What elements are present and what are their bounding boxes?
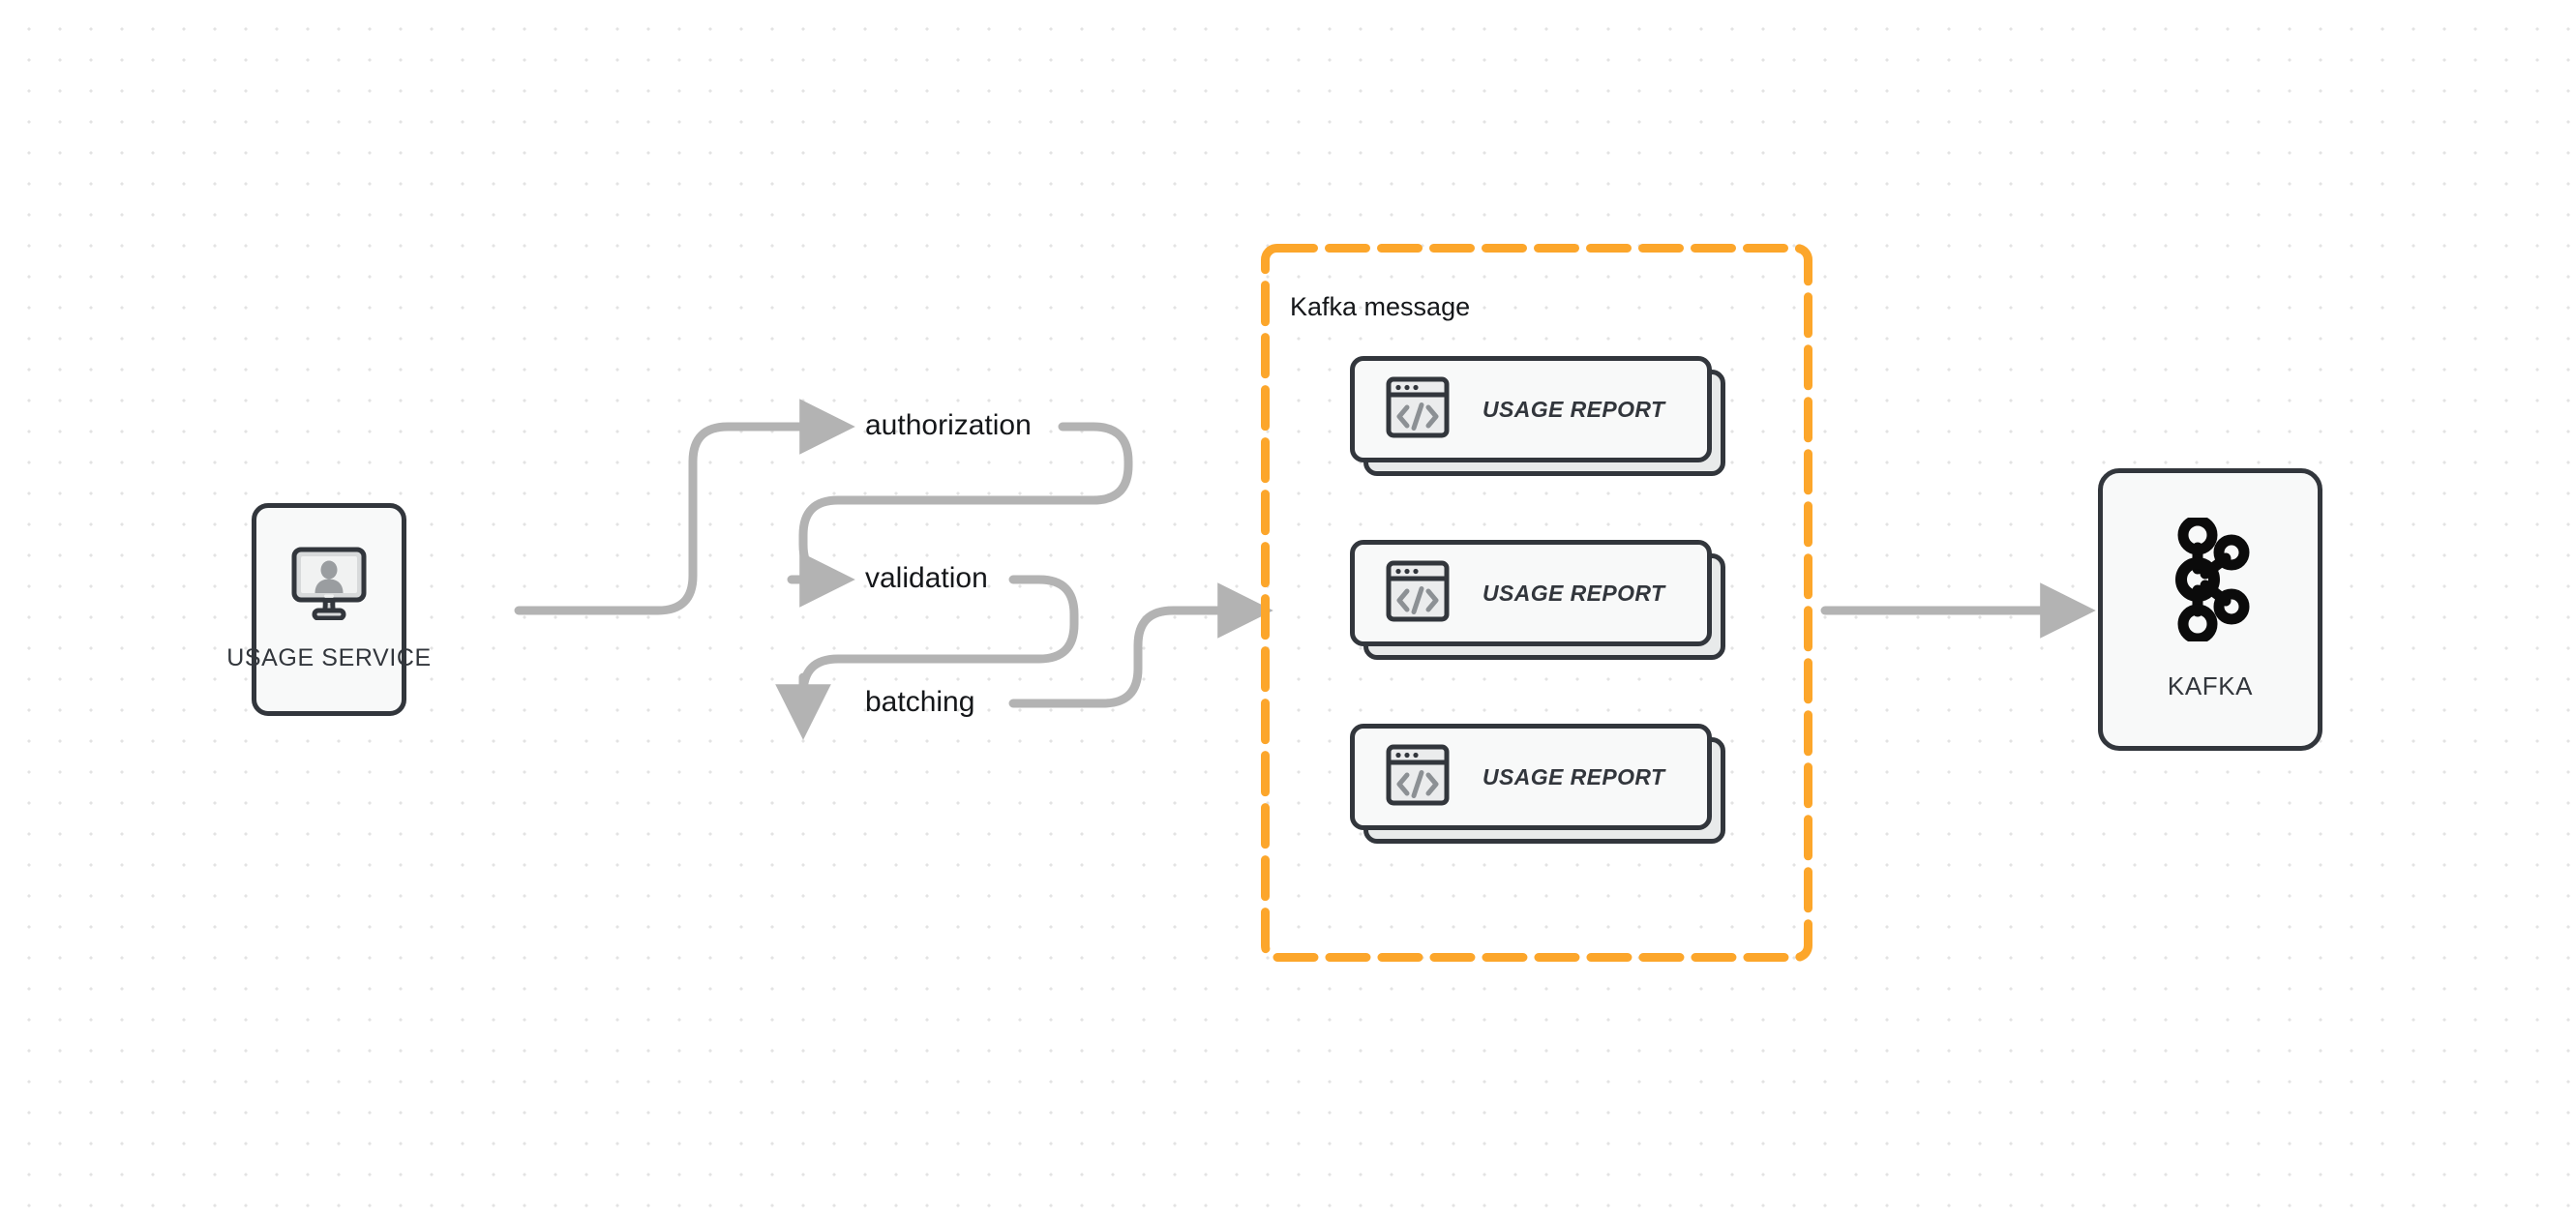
usage-report-label: USAGE REPORT [1483,763,1665,789]
card-front: USAGE REPORT [1350,724,1712,830]
usage-report-label: USAGE REPORT [1483,580,1665,606]
kafka-logo-icon [2170,515,2251,646]
usage-service-label: USAGE SERVICE [226,644,432,671]
usage-report-label: USAGE REPORT [1483,396,1665,422]
step-label-validation[interactable]: validation [865,562,988,594]
code-window-icon [1386,560,1450,627]
usage-report-card[interactable]: USAGE REPORT [1350,540,1725,660]
kafka-label: KAFKA [2167,671,2254,700]
edge-authorization-to-validation [798,422,1133,584]
card-front: USAGE REPORT [1350,540,1712,646]
kafka-message-group[interactable]: Kafka message USAGE REP [1261,244,1812,962]
edge-usage-service-to-authorization [514,399,855,615]
node-kafka[interactable]: KAFKA [2098,468,2322,751]
edge-validation-to-batching [798,575,1079,708]
step-label-batching[interactable]: batching [865,686,975,718]
kafka-message-title: Kafka message [1290,292,1471,321]
dashed-border [1261,244,1812,962]
usage-report-card[interactable]: USAGE REPORT [1350,356,1725,476]
edge-batching-to-kafka-message [1008,582,1273,708]
code-window-icon [1386,376,1450,443]
code-window-icon [1386,744,1450,811]
step-label-authorization[interactable]: authorization [865,409,1032,441]
card-front: USAGE REPORT [1350,356,1712,462]
usage-report-card[interactable]: USAGE REPORT [1350,724,1725,844]
node-usage-service[interactable]: USAGE SERVICE [226,503,431,716]
monitor-user-icon [290,547,368,625]
